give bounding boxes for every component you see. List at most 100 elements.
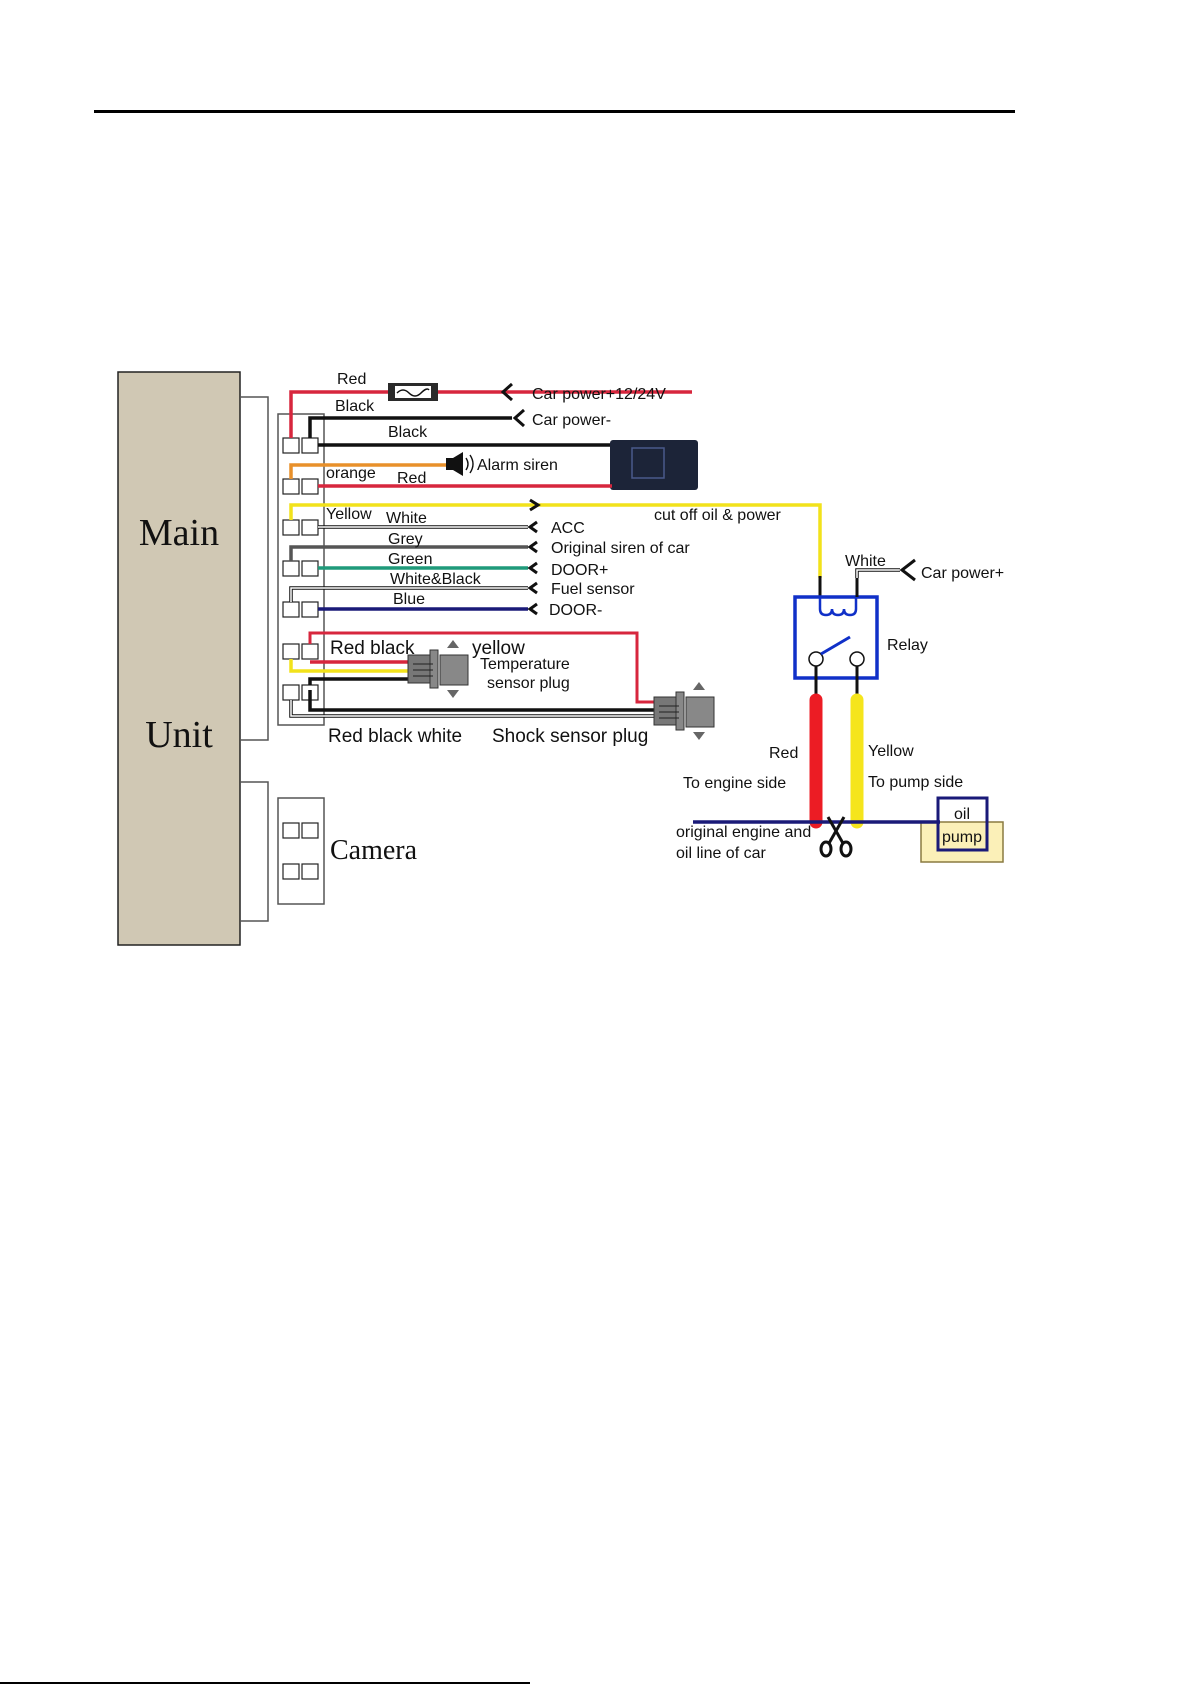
wire-label-black-2: Black [388,424,428,441]
oil-line-label-2: oil line of car [676,845,766,862]
wire-black-temp [308,677,410,685]
endpoint-acc: ACC [551,520,585,537]
connector-arrow-icon [527,561,538,575]
wire-grey [289,545,528,561]
relay [793,578,879,698]
wire-yellow-cutoff [289,503,822,578]
terminal [301,643,319,660]
terminal [282,822,300,839]
wire-yellow-temp [289,659,410,673]
wire-white-relay-outline [855,568,900,578]
connector-arrow-icon [527,520,538,534]
relay-contact [849,651,865,667]
shock-plug-icon [653,682,715,740]
wire-label-red: Red [337,371,366,388]
endpoint-temperature-line2: sensor plug [487,675,570,692]
oil-pump-label-1: oil [954,806,970,823]
main-unit-label-unit: Unit [145,714,213,756]
header-rule [94,110,1015,113]
wire-black-power [308,416,512,438]
main-unit-label-main: Main [139,512,219,554]
relay-to-engine: To engine side [683,775,786,792]
wire-label-blue: Blue [393,591,425,608]
wire-label-black: Black [335,398,375,415]
terminal [301,437,319,454]
terminal [301,601,319,618]
temperature-plug-icon [407,640,469,698]
wire-black-shock [308,690,655,712]
terminal [301,822,319,839]
relay-red-label: Red [769,745,798,762]
alarm-module-detail [631,447,665,479]
wire-label-yellow: Yellow [326,506,372,523]
siren-icon [446,452,474,476]
wire-orange [289,463,446,479]
arrow-right-icon [529,498,541,512]
lower-bracket [240,781,269,922]
terminal [282,560,300,577]
terminal [282,437,300,454]
connector-arrow-icon [500,382,513,402]
relay-white-label: White [845,553,886,570]
terminal [282,519,300,536]
endpoint-shock-sensor: Shock sensor plug [492,726,648,747]
oil-line-label-1: original engine and [676,824,811,841]
footer-rule [0,1682,530,1684]
wire-red-power [289,390,692,438]
connector-arrow-icon [512,408,525,428]
endpoint-door-plus: DOOR+ [551,562,608,579]
relay-yellow-label: Yellow [868,743,914,760]
oil-pump-label-2: pump [942,829,982,846]
connector-arrow-icon [899,558,916,582]
wire-white-black [290,587,528,602]
wire-label-red-black: Red black [330,638,415,659]
scissors-icon [819,816,853,858]
camera-terminals [282,822,319,880]
connector-arrow-icon [527,602,538,616]
wire-label-orange: orange [326,465,376,482]
wire-label-green: Green [388,551,432,568]
terminal [301,478,319,495]
terminal [301,519,319,536]
endpoint-door-minus: DOOR- [549,602,602,619]
endpoint-car-power-minus: Car power- [532,412,611,429]
relay-car-power-plus: Car power+ [921,565,1004,582]
main-unit: Main Unit [117,371,241,946]
endpoint-cut-off: cut off oil & power [654,507,782,524]
wire-label-white: White [386,510,427,527]
wire-label-red-2: Red [397,470,426,487]
oil-pump-box [936,796,989,852]
terminal [282,478,300,495]
wire-label-grey: Grey [388,531,423,548]
connector-arrow-icon [527,540,538,554]
endpoint-fuel-sensor: Fuel sensor [551,581,635,598]
terminal [282,601,300,618]
endpoint-alarm-siren: Alarm siren [477,457,558,474]
relay-label: Relay [887,637,928,654]
wire-label-yellow-temp: yellow [472,638,525,659]
fuse-icon [388,383,438,401]
relay-box [793,595,879,680]
relay-to-pump: To pump side [868,774,963,791]
wire-white-relay [856,569,900,578]
terminal [282,643,300,660]
camera-connector [277,797,325,905]
terminal [301,863,319,880]
camera-label: Camera [330,835,418,866]
terminal [282,684,300,701]
upper-bracket [240,396,269,741]
relay-switch-arm [820,635,851,656]
wire-white-shock [290,700,655,717]
wire-white-shock-outline [289,700,655,718]
oil-pump-base [920,821,1004,863]
endpoint-temperature-line1: Temperature [480,656,570,673]
terminal-pairs [282,437,319,701]
wire-red-shock [308,631,655,704]
terminal [301,560,319,577]
wire-label-white-black: White&Black [390,571,482,588]
main-unit-box [117,371,241,946]
endpoint-original-siren: Original siren of car [551,540,690,557]
endpoint-car-power-12-24: Car power+12/24V [532,386,666,403]
relay-contact [808,651,824,667]
